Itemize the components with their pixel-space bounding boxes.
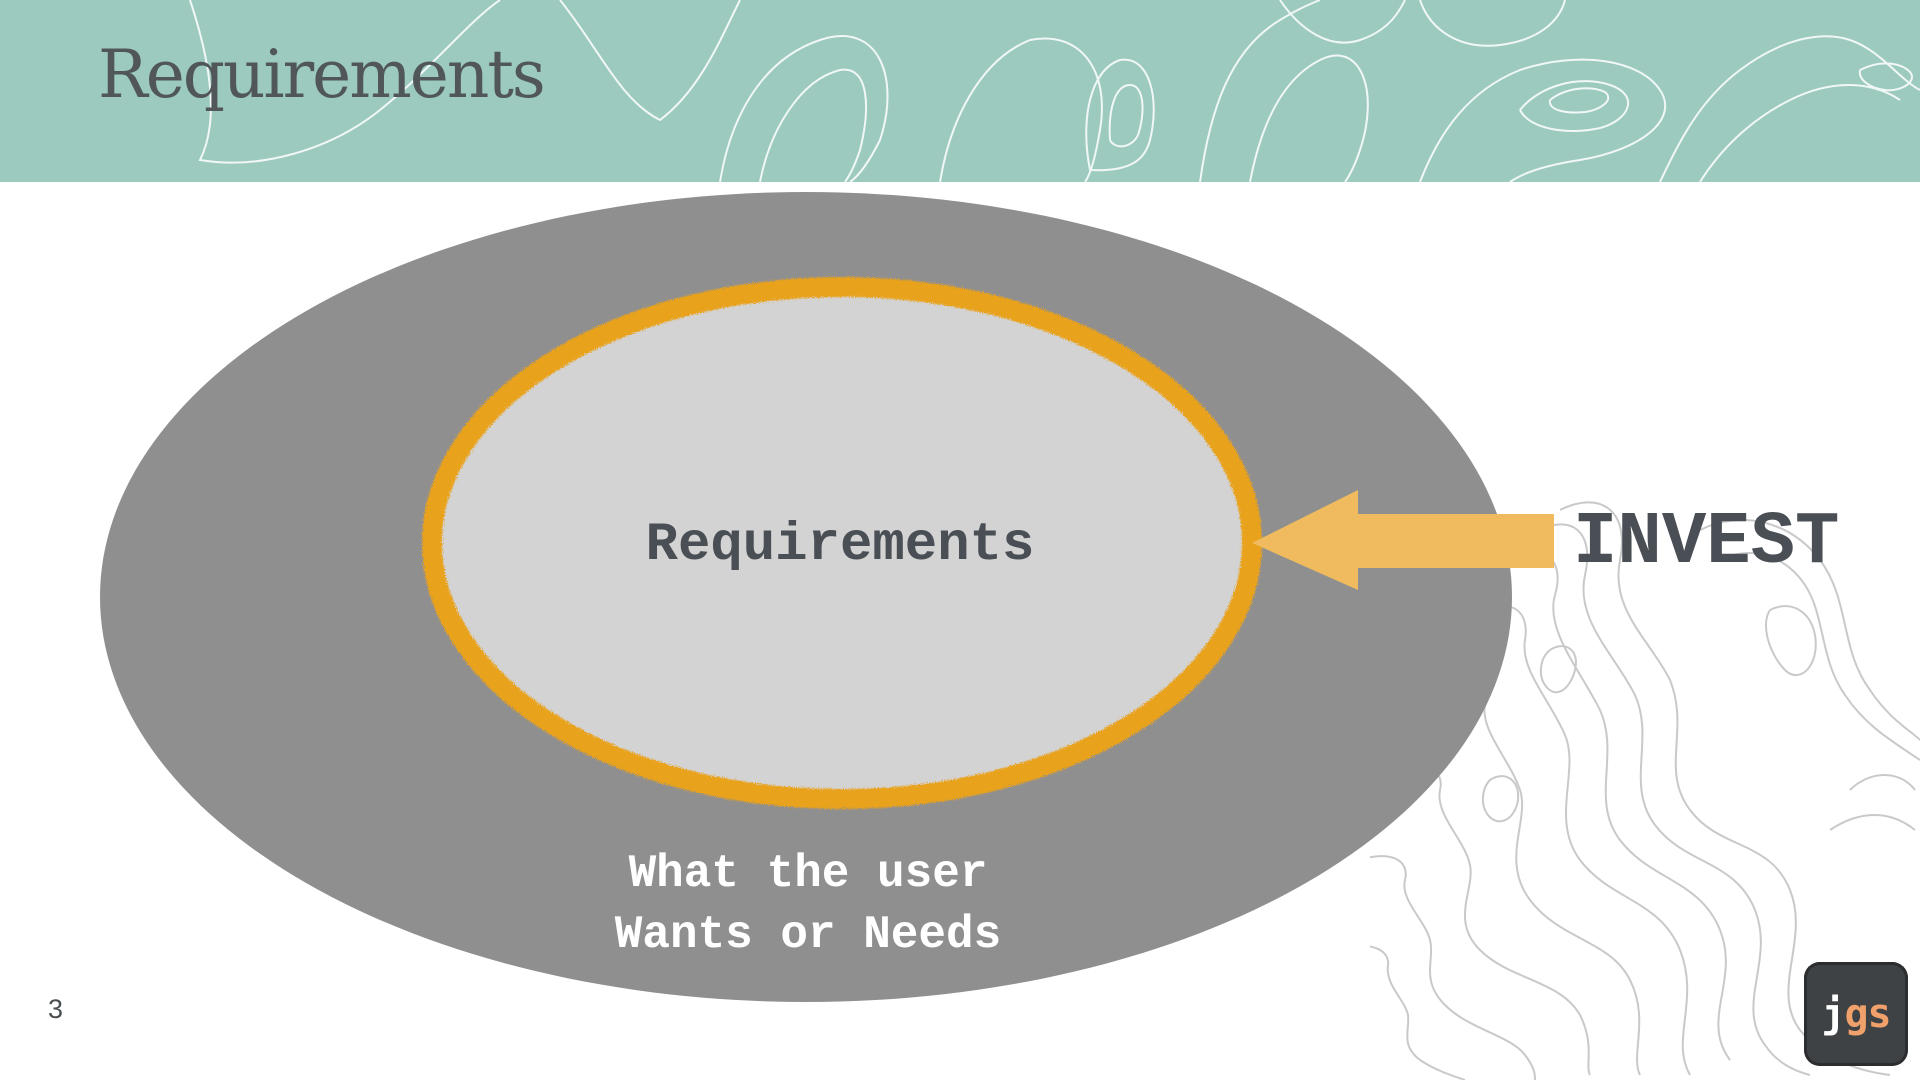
inner-ellipse-requirements xyxy=(432,287,1252,799)
invest-arrow xyxy=(1252,490,1554,590)
header-band: Requirements xyxy=(0,0,1920,182)
page-number: 3 xyxy=(48,994,64,1024)
logo-letter-j: j xyxy=(1821,991,1845,1037)
topographic-pattern-right xyxy=(1370,501,1920,1080)
slide-title: Requirements xyxy=(98,36,546,113)
inner-label: Requirements xyxy=(646,515,1035,576)
logo-letters-gs: gs xyxy=(1844,991,1891,1037)
outer-label-line2: Wants or Needs xyxy=(615,909,1001,961)
invest-label: INVEST xyxy=(1573,501,1839,585)
outer-label-line1: What the user xyxy=(629,848,988,900)
topographic-pattern-header xyxy=(189,0,1920,182)
